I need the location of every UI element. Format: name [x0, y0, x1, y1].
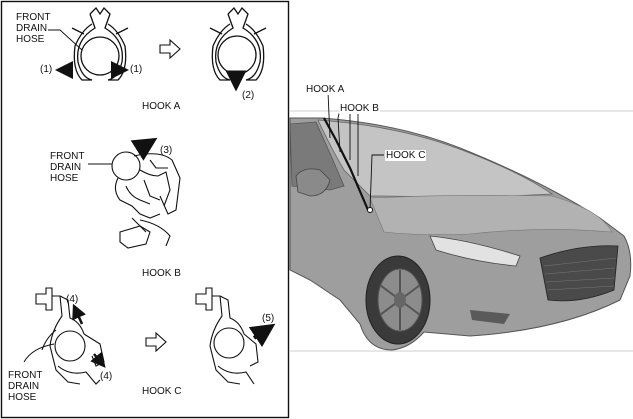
hook-a-hose-leader — [48, 29, 83, 51]
hook-a-arrow-1-right-label: (1) — [130, 64, 143, 75]
hook-c-hose-leader — [23, 343, 55, 363]
hook-b-hose-label: FRONT DRAIN HOSE — [50, 151, 85, 184]
hook-a-clip-after — [209, 6, 267, 81]
car-callout-hook-b: HOOK B — [339, 103, 380, 114]
hook-a-arrow-1-left-label: (1) — [40, 64, 53, 75]
hook-c-arrow-5 — [248, 323, 276, 348]
car-illustration — [289, 89, 633, 352]
front-wheel — [365, 255, 431, 345]
hook-a-caption: HOOK A — [142, 101, 181, 112]
hook-a-step-arrow — [159, 38, 181, 60]
hook-c-clip-after — [195, 287, 259, 385]
hook-c-callout-leader — [369, 154, 384, 211]
hook-c-arrow-5-label: (5) — [262, 313, 275, 324]
fog-lamp — [470, 310, 510, 324]
car-callout-hook-a: HOOK A — [305, 84, 346, 95]
hook-b-arrow-3-label: (3) — [160, 145, 173, 156]
hook-b-arrow-3 — [130, 137, 158, 161]
car-callout-hook-c: HOOK C — [385, 150, 427, 161]
hook-c-arrow-4-down-label: (4) — [100, 371, 113, 382]
hood — [369, 195, 613, 235]
side-mirror — [295, 168, 331, 197]
hook-c-hose-label: FRONT DRAIN HOSE — [8, 370, 43, 403]
drain-hose-route — [323, 117, 370, 211]
hook-a-arrow-2-label: (2) — [242, 90, 255, 101]
headlight — [429, 235, 521, 267]
hook-c-arrow-4-up — [72, 303, 86, 325]
hook-c-arrow-4-down — [90, 351, 106, 368]
hook-a-hose-label: FRONT DRAIN HOSE — [16, 12, 51, 45]
hook-b-caption: HOOK B — [142, 268, 181, 279]
hook-c-step-arrow — [145, 331, 167, 353]
hook-c-arrow-4-up-label: (4) — [66, 294, 79, 305]
windshield — [317, 119, 554, 199]
hook-c-caption: HOOK C — [142, 386, 182, 397]
